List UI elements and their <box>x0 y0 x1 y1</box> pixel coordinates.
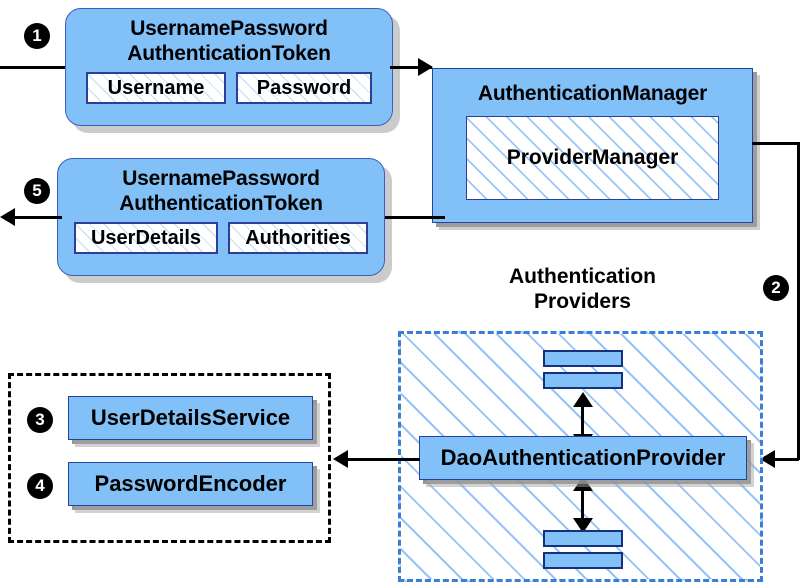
connector-token-to-manager <box>390 66 432 69</box>
response-token-fields: UserDetails Authorities <box>58 222 384 254</box>
arrowhead-provider-to-support-beans <box>333 450 348 468</box>
response-authentication-token-card: UsernamePassword AuthenticationToken Use… <box>57 158 385 276</box>
step-badge-2: 2 <box>763 275 789 301</box>
arrowhead-chain-bottom-down <box>573 518 593 533</box>
step-badge-1: 1 <box>24 23 50 49</box>
step-badge-4: 4 <box>27 473 53 499</box>
arrowhead-chain-top-up <box>573 392 593 407</box>
request-token-title-line2: AuthenticationToken <box>127 42 331 65</box>
other-provider-bar-top-1 <box>543 350 623 367</box>
request-token-title: UsernamePassword AuthenticationToken <box>66 9 392 66</box>
field-userdetails: UserDetails <box>74 222 218 254</box>
authentication-providers-caption: Authentication Providers <box>470 264 695 314</box>
request-authentication-token-card: UsernamePassword AuthenticationToken Use… <box>65 8 393 126</box>
user-details-service-box: UserDetailsService <box>68 396 313 440</box>
field-username: Username <box>86 72 226 104</box>
connector-manager-to-response-token <box>385 216 445 219</box>
other-provider-bar-top-2 <box>543 372 623 389</box>
authentication-providers-caption-line1: Authentication <box>509 265 656 288</box>
request-token-title-line1: UsernamePassword <box>130 17 328 40</box>
password-encoder-box: PasswordEncoder <box>68 462 313 506</box>
field-password: Password <box>236 72 372 104</box>
other-provider-bar-bottom-1 <box>543 530 623 547</box>
connector-manager-right-segment <box>752 142 800 145</box>
step-badge-5: 5 <box>24 178 50 204</box>
provider-manager-box: ProviderManager <box>466 116 719 200</box>
other-provider-bar-bottom-2 <box>543 552 623 569</box>
connector-provider-chain-bottom <box>581 482 584 526</box>
step-badge-3: 3 <box>27 407 53 433</box>
connector-inbound-request <box>0 66 68 69</box>
authentication-manager-box: AuthenticationManager ProviderManager <box>432 68 753 223</box>
connector-into-provider-segment <box>775 458 799 461</box>
request-token-fields: Username Password <box>66 72 392 104</box>
response-token-title: UsernamePassword AuthenticationToken <box>58 159 384 216</box>
arrowhead-into-dao-provider <box>760 450 775 468</box>
authentication-providers-caption-line2: Providers <box>534 290 631 313</box>
connector-outbound-response <box>14 216 62 219</box>
connector-provider-chain-top <box>581 398 584 442</box>
field-authorities: Authorities <box>228 222 368 254</box>
dao-authentication-provider-box: DaoAuthenticationProvider <box>419 436 747 480</box>
arrowhead-outbound-response <box>0 208 15 226</box>
authentication-manager-title: AuthenticationManager <box>477 82 708 105</box>
connector-provider-to-support-beans <box>348 458 420 461</box>
response-token-title-line1: UsernamePassword <box>122 167 320 190</box>
arrowhead-token-to-manager <box>418 58 433 76</box>
response-token-title-line2: AuthenticationToken <box>119 192 323 215</box>
connector-manager-down-segment <box>797 142 800 460</box>
